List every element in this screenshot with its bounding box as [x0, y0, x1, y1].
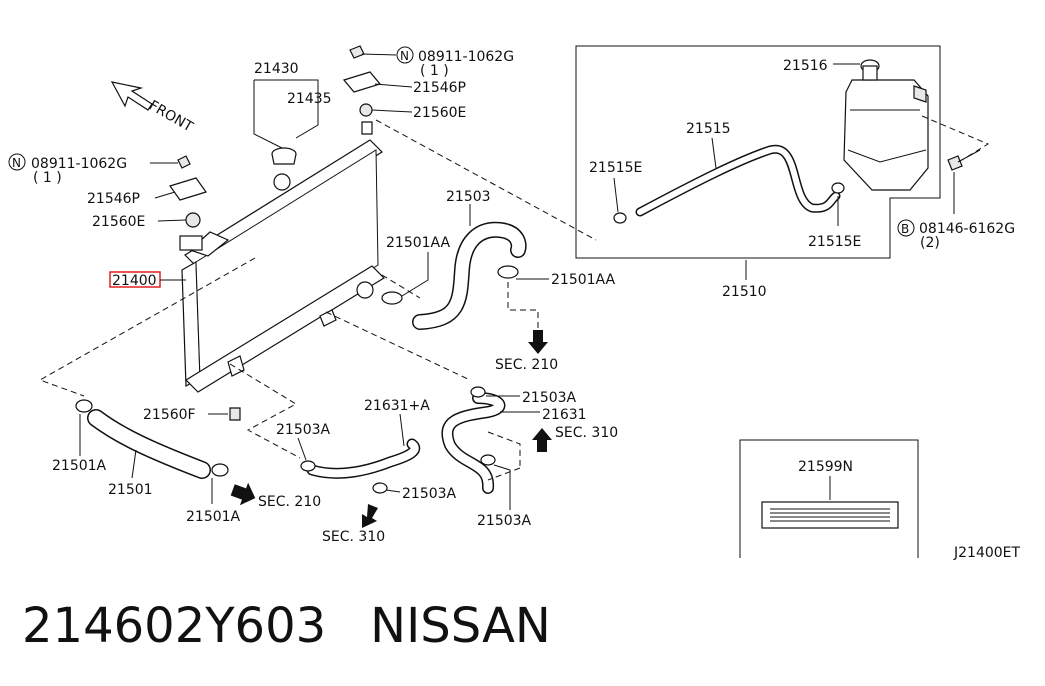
callout-21501a-a: 21501A [52, 458, 107, 474]
footer: 214602Y603 NISSAN [22, 598, 1022, 668]
footer-brand: NISSAN [370, 598, 551, 654]
bolt-icon [947, 149, 981, 171]
callout-bolt-qty: (2) [920, 235, 940, 251]
callout-21503a-c: 21503A [402, 486, 457, 502]
sec-arrow-icon-3 [362, 504, 378, 528]
callout-21631a: 21631+A [364, 398, 430, 414]
parts-diagram: FRONT 21430 21435 N 08911-1062G ( 1 ) 21… [8, 45, 1021, 561]
callout-21501a-b: 21501A [186, 509, 241, 525]
sec-arrow-icon-4 [230, 482, 256, 506]
callout-21599n: 21599N [798, 459, 853, 475]
lower-hose-21501-icon [75, 399, 229, 479]
callout-21546p-top: 21546P [413, 80, 466, 96]
callout-21515: 21515 [686, 121, 731, 137]
callout-21516: 21516 [783, 58, 828, 74]
diagram-id: J21400ET [953, 545, 1021, 561]
cap-icon [271, 147, 297, 165]
callout-21560e-left: 21560E [92, 214, 145, 230]
drain-plug-icon [229, 407, 241, 421]
callout-21515e-a: 21515E [589, 160, 642, 176]
callout-21430: 21430 [254, 61, 299, 77]
n-symbol-top: N [400, 49, 409, 63]
footer-part-number: 214602Y603 [22, 598, 327, 654]
sec-arrow-icon [528, 330, 548, 354]
callout-21560e-top: 21560E [413, 105, 466, 121]
callout-21546p-left: 21546P [87, 191, 140, 207]
radiator-icon [179, 139, 385, 393]
callout-nut-left-qty: ( 1 ) [33, 170, 62, 186]
callout-21503: 21503 [446, 189, 491, 205]
nut-icon [342, 45, 382, 135]
callout-21515e-b: 21515E [808, 234, 861, 250]
callout-21631: 21631 [542, 407, 587, 423]
callout-sec210-b: SEC. 210 [258, 494, 321, 510]
callout-21503a-d: 21503A [477, 513, 532, 529]
reservoir-hose-icon [613, 144, 845, 224]
callout-bolt: 08146-6162G [919, 221, 1015, 237]
callout-21435: 21435 [287, 91, 332, 107]
lower-hose-21631-icon [441, 386, 506, 494]
front-label: FRONT [146, 98, 196, 136]
n-symbol-left: N [12, 156, 21, 170]
callout-21501: 21501 [108, 482, 153, 498]
label-sticker-icon [761, 501, 899, 529]
front-arrow-icon [110, 81, 153, 111]
upper-hose-icon [381, 221, 527, 330]
callout-sec310-a: SEC. 310 [555, 425, 618, 441]
callout-21503a-b: 21503A [276, 422, 331, 438]
reservoir-tank-icon [843, 59, 929, 191]
b-symbol: B [901, 222, 909, 236]
callout-21560f: 21560F [143, 407, 196, 423]
callout-21503a-a: 21503A [522, 390, 577, 406]
lower-hose-21631a-icon [300, 438, 421, 494]
nut-icon-left [169, 155, 207, 228]
callout-21400: 21400 [112, 273, 157, 289]
callout-sec310-b: SEC. 310 [322, 529, 385, 545]
sec-arrow-icon-2 [532, 428, 552, 452]
callout-nut-top-qty: ( 1 ) [420, 63, 449, 79]
callout-21501aa-a: 21501AA [386, 235, 451, 251]
callout-nut-top: 08911-1062G [418, 49, 514, 65]
callout-21501aa-b: 21501AA [551, 272, 616, 288]
callout-21510: 21510 [722, 284, 767, 300]
callout-sec210-a: SEC. 210 [495, 357, 558, 373]
callout-nut-left: 08911-1062G [31, 156, 127, 172]
